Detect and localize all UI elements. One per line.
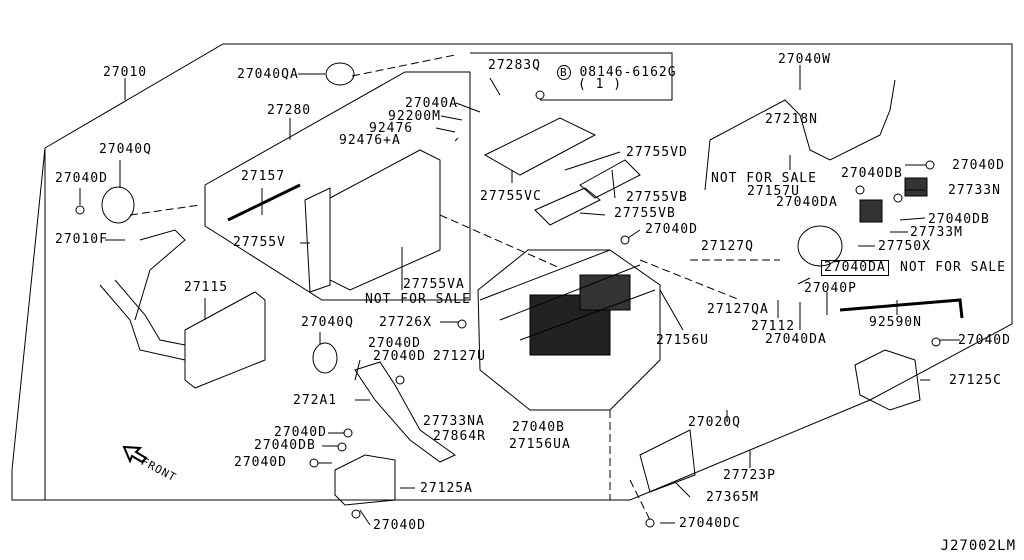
heater-core bbox=[184, 291, 266, 389]
blower-motor bbox=[797, 225, 843, 267]
part-label[interactable]: 92590N bbox=[869, 315, 922, 330]
bolt-part-number: 08146-6162G bbox=[579, 65, 677, 80]
part-label[interactable]: 27040DA bbox=[776, 195, 838, 210]
not-for-sale-note: NOT FOR SALE bbox=[711, 171, 817, 186]
heater-unit-body bbox=[477, 249, 661, 411]
drain-hose bbox=[839, 298, 964, 319]
front-arrow-icon bbox=[122, 445, 148, 464]
wiring-harness bbox=[704, 79, 896, 191]
part-label[interactable]: 27733N bbox=[948, 183, 1001, 198]
duct-27125c bbox=[854, 349, 921, 411]
not-for-sale-note: NOT FOR SALE bbox=[365, 292, 471, 307]
part-label[interactable]: 92476+A bbox=[339, 133, 401, 148]
bolt-icons bbox=[75, 90, 941, 528]
part-label[interactable]: 27283Q bbox=[488, 58, 541, 73]
part-label[interactable]: 27040P bbox=[804, 281, 857, 296]
filter-frame-vb bbox=[579, 159, 641, 199]
part-label[interactable]: 27723P bbox=[723, 468, 776, 483]
bolt-quantity: ( 1 ) bbox=[578, 77, 623, 92]
part-label[interactable]: 27125A bbox=[420, 481, 473, 496]
part-label[interactable]: 27755VD bbox=[626, 145, 688, 160]
part-label[interactable]: 27755VC bbox=[480, 189, 542, 204]
part-label[interactable]: 27040D bbox=[958, 333, 1011, 348]
insulator-27365m bbox=[639, 429, 696, 493]
part-label[interactable]: 27127U bbox=[433, 349, 486, 364]
not-for-sale-note: NOT FOR SALE bbox=[900, 260, 1006, 275]
part-label[interactable]: 27040B bbox=[512, 420, 565, 435]
part-label[interactable]: 27733M bbox=[910, 225, 963, 240]
part-label[interactable]: 27040DA bbox=[821, 260, 889, 276]
bolt-callout[interactable]: B 08146-6162G bbox=[557, 65, 677, 80]
part-label[interactable]: 27040Q bbox=[301, 315, 354, 330]
bolt-symbol-icon: B bbox=[557, 65, 571, 80]
part-label[interactable]: 27040DB bbox=[254, 438, 316, 453]
part-label[interactable]: 27280 bbox=[267, 103, 312, 118]
part-label[interactable]: 27040A bbox=[405, 96, 458, 111]
part-label[interactable]: 27755V bbox=[233, 235, 286, 250]
duct-27125a bbox=[334, 454, 396, 506]
part-label[interactable]: 27040Q bbox=[99, 142, 152, 157]
part-label[interactable]: 27115 bbox=[184, 280, 229, 295]
part-label[interactable]: 27726X bbox=[379, 315, 432, 330]
part-label[interactable]: 27365M bbox=[706, 490, 759, 505]
part-label[interactable]: 27010 bbox=[103, 65, 148, 80]
part-label[interactable]: 27010F bbox=[55, 232, 108, 247]
part-label[interactable]: 27040DC bbox=[679, 516, 741, 531]
part-label[interactable]: 27040W bbox=[778, 52, 831, 67]
filter-frame-vc bbox=[483, 117, 597, 176]
part-label[interactable]: 27127Q bbox=[701, 239, 754, 254]
part-label[interactable]: 27040D bbox=[952, 158, 1005, 173]
part-label[interactable]: 27127QA bbox=[707, 302, 769, 317]
part-label[interactable]: 27750X bbox=[878, 239, 931, 254]
part-label[interactable]: 27020Q bbox=[688, 415, 741, 430]
diagram-code: J27002LM bbox=[940, 538, 1016, 554]
part-label[interactable]: 27112 bbox=[751, 319, 796, 334]
grommet-27040qa bbox=[325, 62, 355, 86]
part-label[interactable]: 27040QA bbox=[237, 67, 299, 82]
grommet-27040q-top bbox=[101, 186, 135, 224]
part-label[interactable]: 92476 bbox=[369, 121, 414, 136]
dashed-guides bbox=[129, 54, 780, 521]
part-label[interactable]: 27218N bbox=[765, 112, 818, 127]
part-label[interactable]: 27733NA bbox=[423, 414, 485, 429]
part-label[interactable]: 27040DB bbox=[841, 166, 903, 181]
part-label[interactable]: 27040D bbox=[645, 222, 698, 237]
part-label[interactable]: 27755VA bbox=[403, 277, 465, 292]
part-label[interactable]: 27040D bbox=[274, 425, 327, 440]
part-label[interactable]: 27040DB bbox=[928, 212, 990, 227]
part-label[interactable]: 272A1 bbox=[293, 393, 338, 408]
part-label[interactable]: 92200M bbox=[388, 109, 441, 124]
evaporator-core bbox=[329, 149, 441, 291]
part-label[interactable]: 27156UA bbox=[509, 437, 571, 452]
part-label[interactable]: 27040DA bbox=[765, 332, 827, 347]
part-label[interactable]: 27755VB bbox=[626, 190, 688, 205]
part-label[interactable]: 27040D bbox=[234, 455, 287, 470]
part-label[interactable]: 27040D bbox=[55, 171, 108, 186]
part-label[interactable]: 27156U bbox=[656, 333, 709, 348]
filter-frame-vb2 bbox=[534, 187, 601, 226]
part-label[interactable]: 27157U bbox=[747, 184, 800, 199]
evaporator-box-outline bbox=[204, 71, 471, 301]
part-label[interactable]: 27040D bbox=[368, 336, 421, 351]
part-label[interactable]: 27125C bbox=[949, 373, 1002, 388]
grommet-27040q-low bbox=[312, 342, 338, 374]
part-label[interactable]: 27040D bbox=[373, 349, 426, 364]
part-label[interactable]: 27864R bbox=[433, 429, 486, 444]
leader-lines bbox=[79, 65, 960, 526]
part-label[interactable]: 27040D bbox=[373, 518, 426, 533]
duct-272a1 bbox=[354, 361, 456, 463]
part-label[interactable]: 27755VB bbox=[614, 206, 676, 221]
part-label[interactable]: 27157 bbox=[241, 169, 286, 184]
